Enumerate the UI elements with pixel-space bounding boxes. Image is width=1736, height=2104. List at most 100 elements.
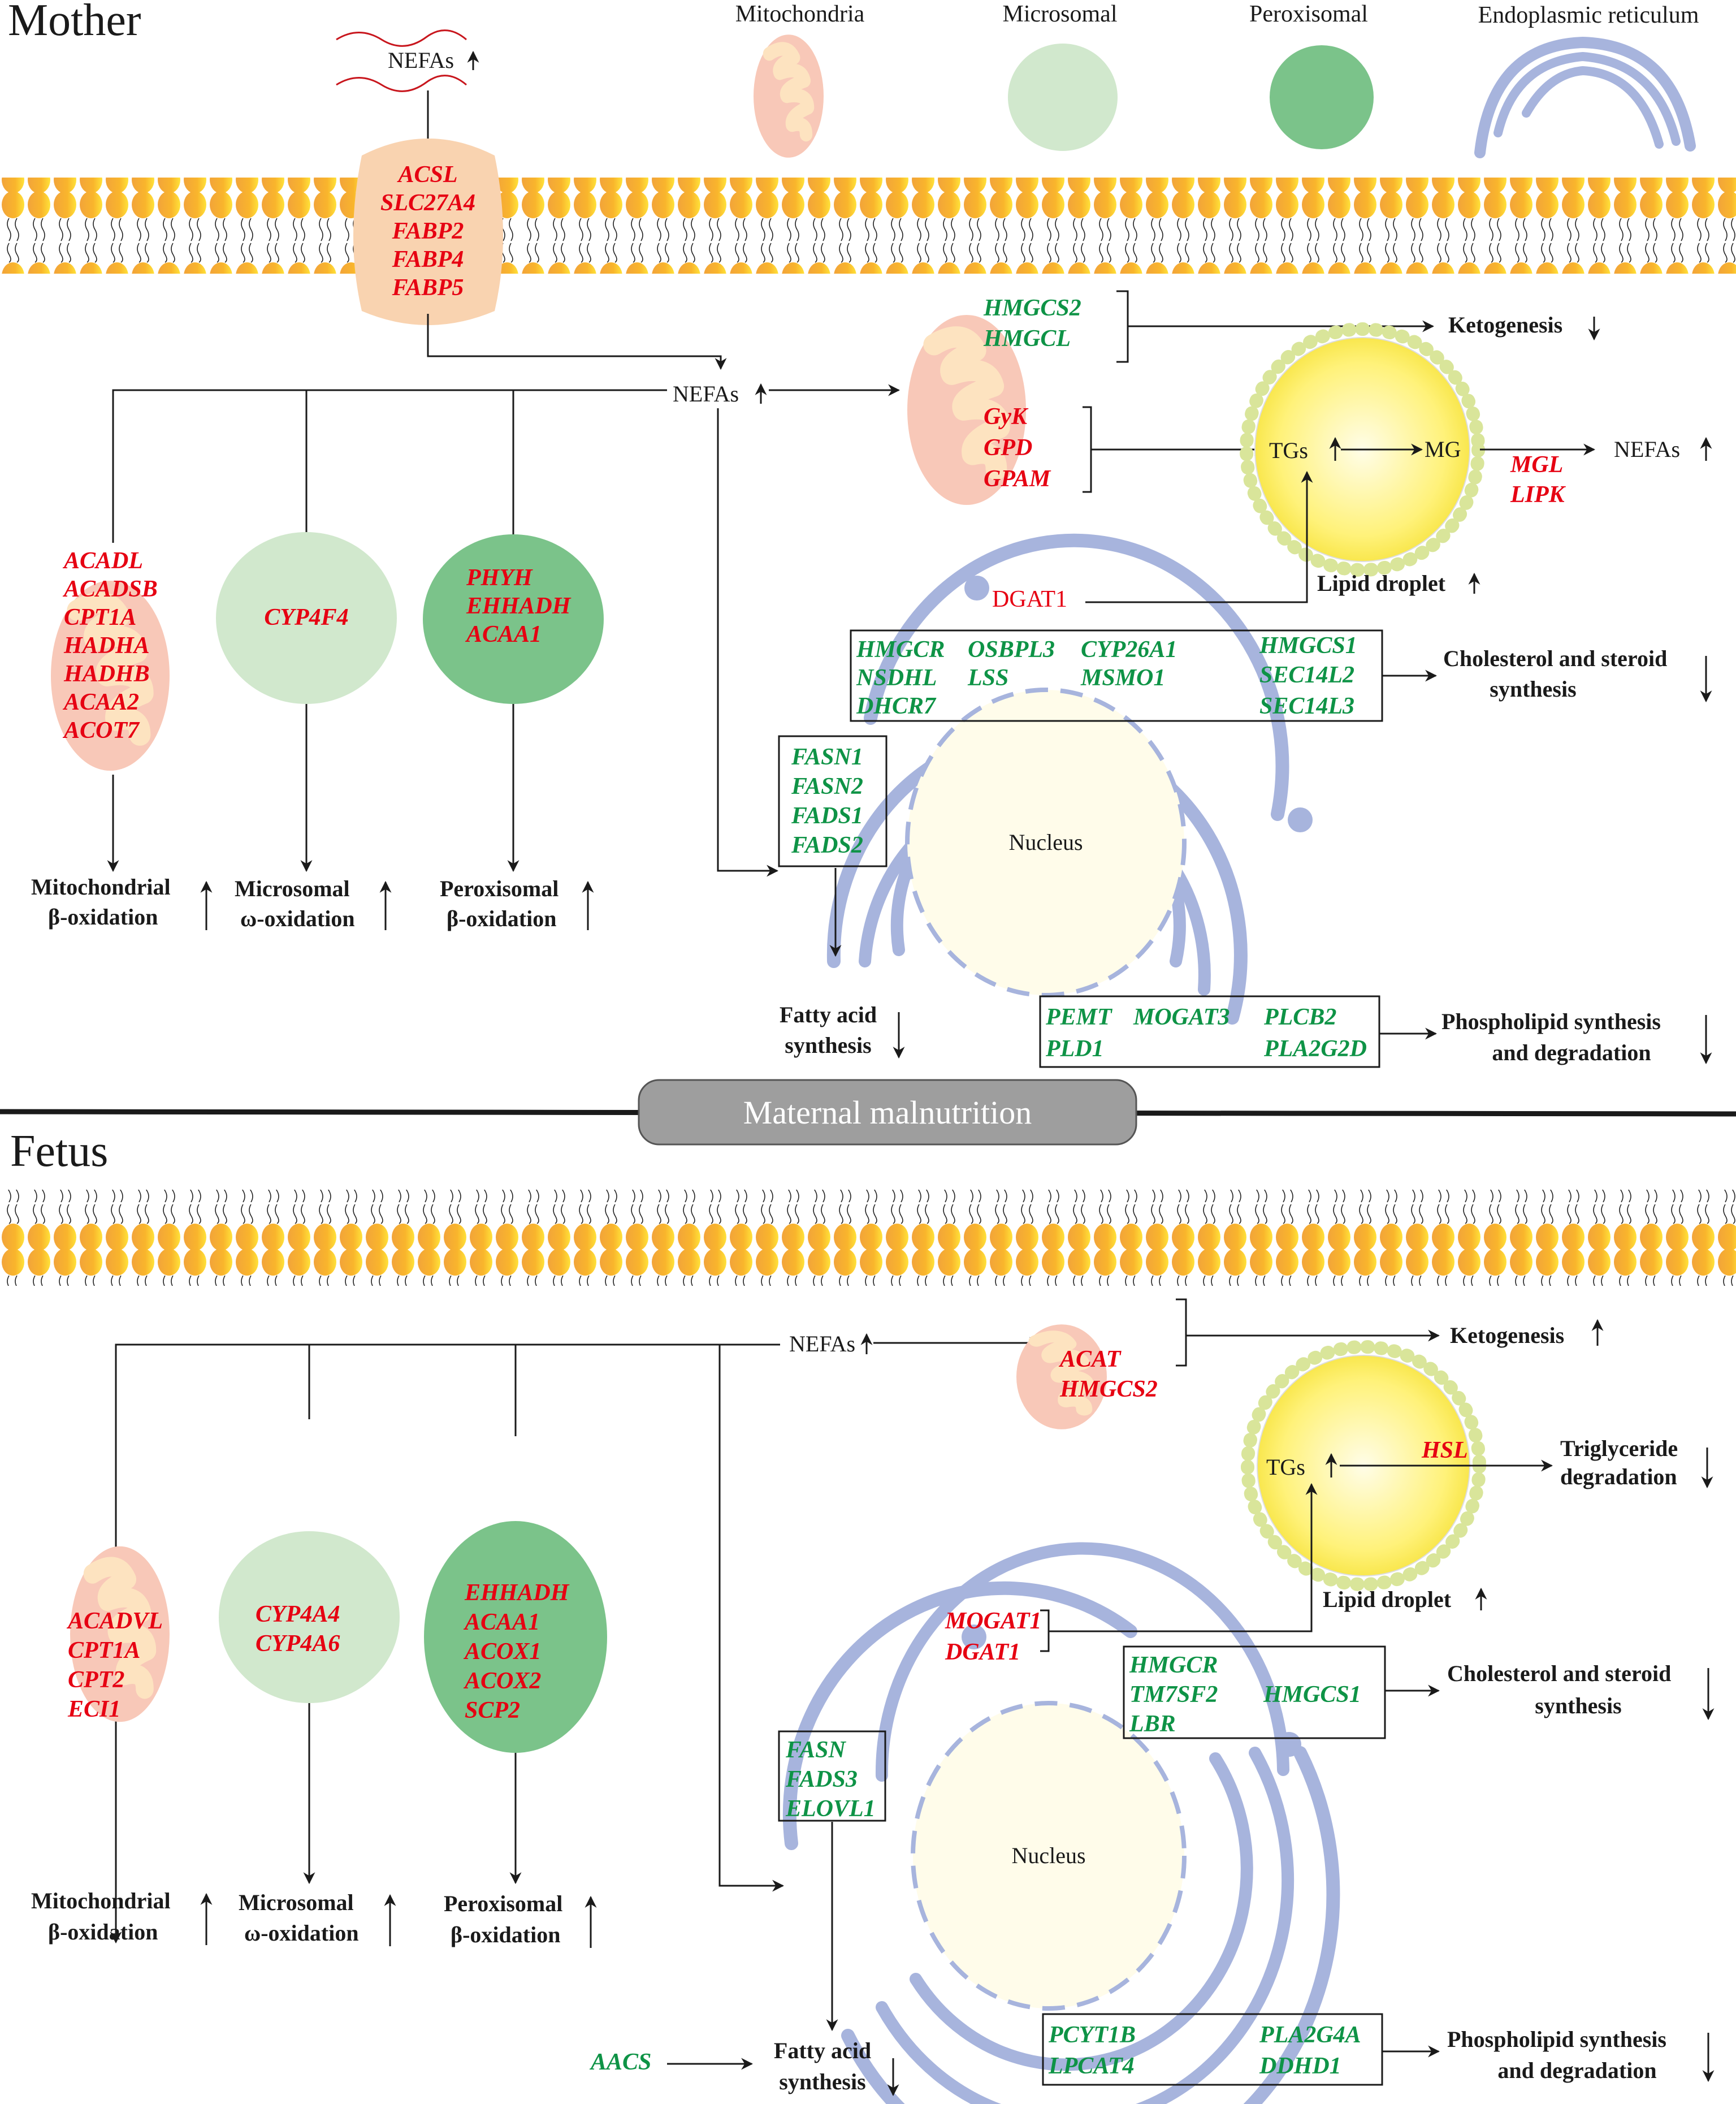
fetus-microsomal-organelle (219, 1531, 400, 1703)
fetus-chol-out-2: synthesis (1535, 1693, 1621, 1718)
gene: ACADVL (66, 1608, 163, 1634)
er-legend-icon (1474, 36, 1696, 158)
gene: HMGCR (1129, 1652, 1218, 1678)
mother-fa-out-1: Fatty acid (780, 1002, 877, 1027)
legend-microsomal-label: Microsomal (1003, 1, 1118, 27)
mother-microsomal-organelle (216, 532, 397, 704)
gene: PLA2G4A (1259, 2022, 1361, 2048)
gene: PLA2G2D (1263, 1036, 1367, 1062)
fetus-micro-out-2: ω-oxidation (244, 1920, 359, 1946)
mother-mito-genes: ACADL ACADSB CPT1A HADHA HADHB ACAA2 ACO… (62, 548, 158, 744)
mother-micro-out-1: Microsomal (235, 876, 350, 901)
gene: MSMO1 (1080, 665, 1165, 691)
gene: ACADL (62, 548, 143, 574)
mother-fa-gene-box (778, 735, 888, 867)
gene: SLC27A4 (380, 190, 475, 216)
fetus-pl-out-1: Phospholipid synthesis (1447, 2027, 1666, 2052)
fetus-perox-out-1: Peroxisomal (444, 1891, 562, 1916)
legend: Mitochondria Microsomal Peroxisomal Endo… (735, 1, 1699, 158)
fetus-cholesterol-gene-box (1123, 1645, 1386, 1739)
connector-arrow (427, 314, 727, 370)
gene: ACAA1 (465, 621, 542, 647)
gene: DHCR7 (856, 693, 937, 719)
mother-chol-out-1: Cholesterol and steroid (1443, 646, 1667, 671)
gene: ACOX2 (463, 1668, 541, 1694)
gene: PLD1 (1045, 1036, 1104, 1062)
mother-pl-out-2: and degradation (1492, 1040, 1651, 1065)
fetus-fa-out-1: Fatty acid (774, 2038, 871, 2063)
fetus-mito-organelle (70, 1546, 170, 1722)
fetus-endoplasmic-reticulum (782, 1542, 1340, 2104)
gene: ECI1 (67, 1696, 120, 1722)
gene: DDHD1 (1259, 2053, 1341, 2079)
mother-mito-out-1: Mitochondrial (31, 874, 171, 900)
gene: ACAT (1058, 1346, 1122, 1372)
fetus-tg-out-2: degradation (1560, 1464, 1677, 1489)
peroxisomal-legend-icon (1270, 45, 1374, 149)
gene: TM7SF2 (1129, 1682, 1218, 1708)
gene: HADHB (63, 661, 150, 687)
fetus-fa-out-2: synthesis (779, 2069, 865, 2094)
mother-micro-out-2: ω-oxidation (240, 906, 355, 931)
fetus-tgs-label: TGs (1266, 1454, 1305, 1480)
gene: HMGCS2 (983, 295, 1081, 321)
mitochondria-legend-icon (754, 34, 824, 158)
mother-perox-out-1: Peroxisomal (440, 876, 559, 901)
gene: PHYH (466, 565, 533, 591)
gene: HMGCS1 (1263, 1682, 1361, 1708)
gene: LPCAT4 (1048, 2053, 1135, 2079)
fetus-perox-out-2: β-oxidation (451, 1922, 560, 1947)
gene: CYP4A4 (256, 1601, 340, 1627)
fetus-mito-out-1: Mitochondrial (31, 1888, 171, 1913)
gene: HMGCS1 (1259, 633, 1357, 659)
fetus-fa-gene-box (778, 1730, 886, 1822)
legend-peroxisomal-label: Peroxisomal (1249, 1, 1368, 27)
mother-tgs-label: TGs (1269, 438, 1308, 463)
mother-fa-out-2: synthesis (785, 1032, 871, 1058)
gene: ACAA1 (463, 1609, 540, 1635)
mother-nucleus (905, 688, 1187, 997)
gene: FASN1 (791, 744, 863, 770)
legend-mitochondria-label: Mitochondria (735, 1, 865, 27)
fetus-micro-out-1: Microsomal (239, 1890, 354, 1915)
fetus-cell-membrane (0, 1190, 1736, 1286)
mother-perox-out-2: β-oxidation (447, 906, 556, 931)
gene: OSBPL3 (968, 637, 1055, 663)
connector-line (112, 389, 667, 543)
gene: HSL (1421, 1437, 1468, 1463)
fetus-title: Fetus (10, 1126, 108, 1176)
gene: FADS1 (791, 803, 863, 829)
gene: SEC14L2 (1259, 662, 1354, 688)
gene: MGL (1510, 452, 1563, 478)
gene: FASN (785, 1737, 847, 1763)
gene: ACAA2 (62, 689, 139, 715)
mother-lipid-droplet-label: Lipid droplet (1317, 571, 1446, 596)
gene: FABP5 (392, 275, 464, 301)
gene: CPT2 (68, 1667, 124, 1693)
mother-mito-out-2: β-oxidation (48, 904, 158, 930)
fetus-lipid-droplet-label: Lipid droplet (1323, 1587, 1452, 1612)
gene: LBR (1129, 1711, 1176, 1737)
fetus-peroxisomal-organelle (424, 1521, 607, 1753)
mother-cell-membrane (0, 178, 1736, 274)
gene: HMGCS2 (1059, 1376, 1158, 1402)
gene: SEC14L3 (1259, 693, 1354, 719)
gene: GPAM (984, 466, 1051, 492)
gene: HADHA (63, 633, 150, 659)
gene: PCYT1B (1048, 2022, 1136, 2048)
maternal-malnutrition-pill: Maternal malnutrition (638, 1079, 1137, 1146)
extracellular-nefas: NEFAs (336, 29, 479, 141)
microsomal-legend-icon (1008, 44, 1118, 151)
gene: NSDHL (856, 665, 937, 691)
fetus-pl-gene-box (1042, 2013, 1383, 2086)
fetus-tg-out-1: Triglyceride (1560, 1436, 1678, 1461)
mother-pl-out-1: Phospholipid synthesis (1441, 1009, 1661, 1034)
gene: CYP4F4 (264, 604, 348, 630)
gene: LIPK (1510, 482, 1566, 508)
fetus-pl-out-2: and degradation (1497, 2058, 1656, 2083)
gene: ACOT7 (62, 718, 140, 744)
gene: ELOVL1 (785, 1796, 876, 1822)
mother-ketogenesis-label: Ketogenesis (1448, 312, 1562, 338)
gene: FABP4 (392, 247, 464, 273)
gene: AACS (589, 2049, 651, 2075)
